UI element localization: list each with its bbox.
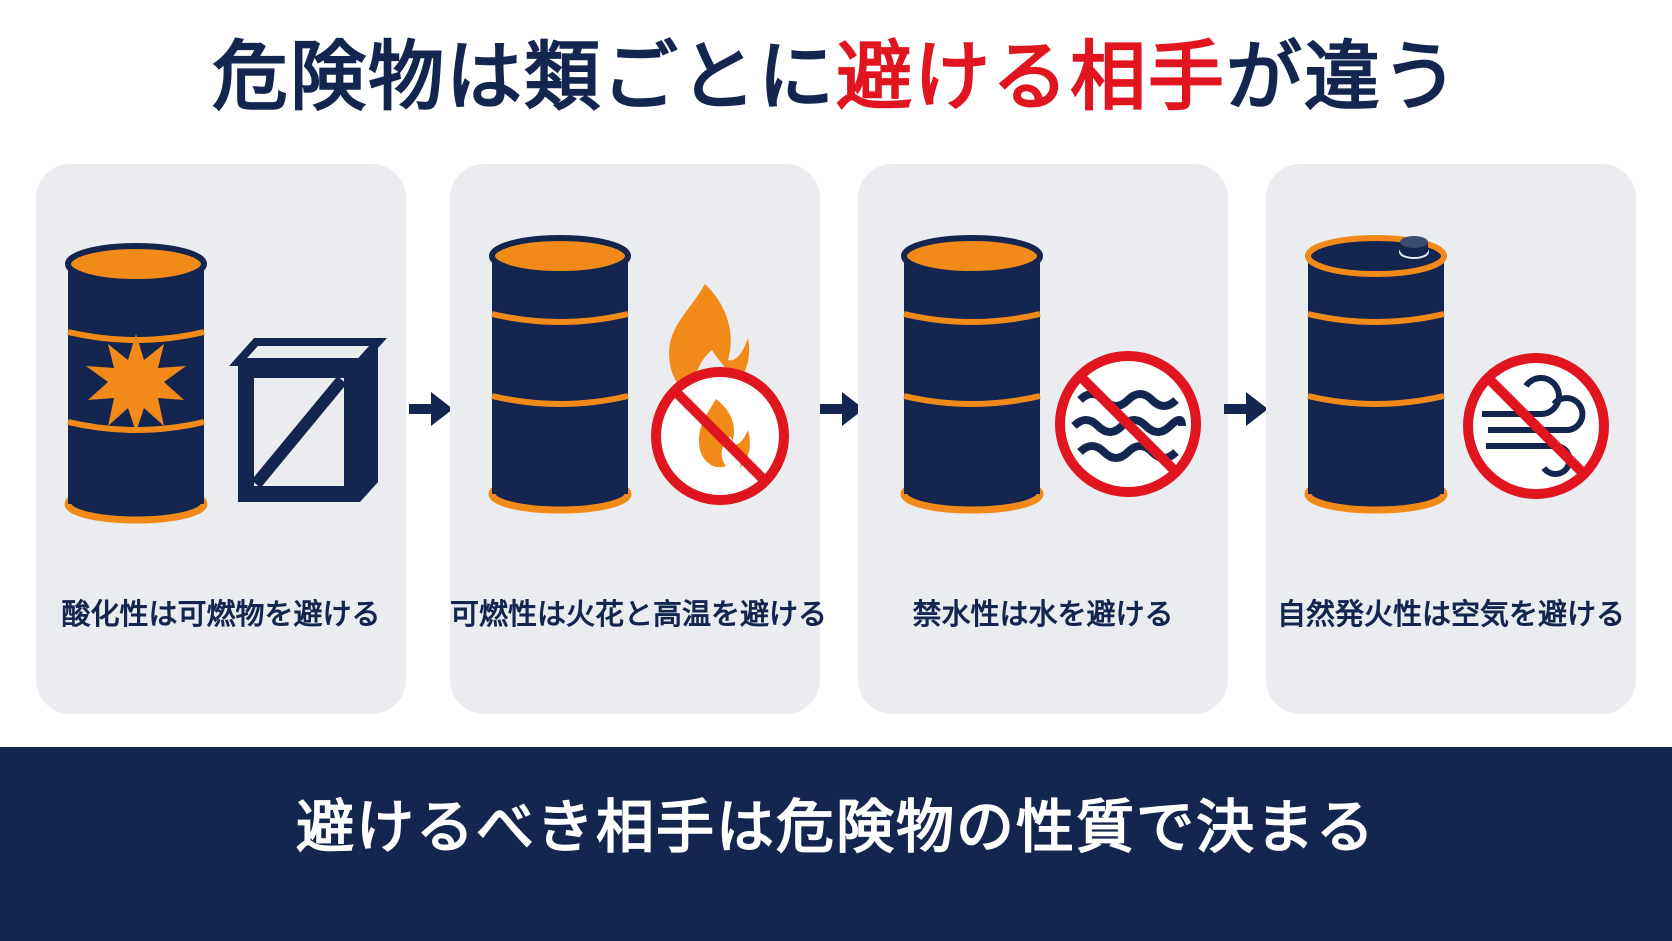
title-accent: 避ける相手 [836,32,1226,121]
panel-water-reactive: 禁水性は水を避ける [858,164,1228,714]
caption-flammable: 可燃性は火花と高温を避ける [450,597,828,631]
title-part-1: 危険物は類ごとに [212,32,836,121]
no-fire-icon [651,367,789,505]
title-part-2: が違う [1226,32,1460,121]
page-title: 危険物は類ごとに避ける相手が違う [0,22,1672,132]
caption-water-reactive: 禁水性は水を避ける [912,597,1174,631]
arrow-right-icon [820,392,864,426]
caption-pyrophoric: 自然発火性は空気を避ける [1276,597,1625,631]
panel-pyrophoric: 自然発火性は空気を避ける [1266,164,1636,714]
panel-oxidizer: 酸化性は可燃物を避ける [36,164,406,714]
no-water-icon [1055,351,1201,497]
arrow-right-icon [409,392,453,426]
no-air-icon [1463,353,1609,499]
explosion-icon [86,334,186,432]
caption-oxidizer: 酸化性は可燃物を避ける [61,597,381,631]
panel-flammable-illustration [488,235,789,514]
footer-conclusion: 避けるべき相手は危険物の性質で決まる [295,793,1376,861]
drum-icon [488,235,632,514]
panel-pyrophoric-illustration [1304,235,1609,514]
can-icon [1304,235,1448,514]
arrow-right-icon [1224,392,1268,426]
footer-banner: 避けるべき相手は危険物の性質で決まる [0,747,1672,941]
panel-oxidizer-illustration [64,243,387,524]
drum-icon [900,235,1044,514]
panel-flammable: 可燃性は火花と高温を避ける [450,164,828,714]
panel-water-reactive-illustration [900,235,1201,514]
wooden-crate-icon [229,338,387,502]
